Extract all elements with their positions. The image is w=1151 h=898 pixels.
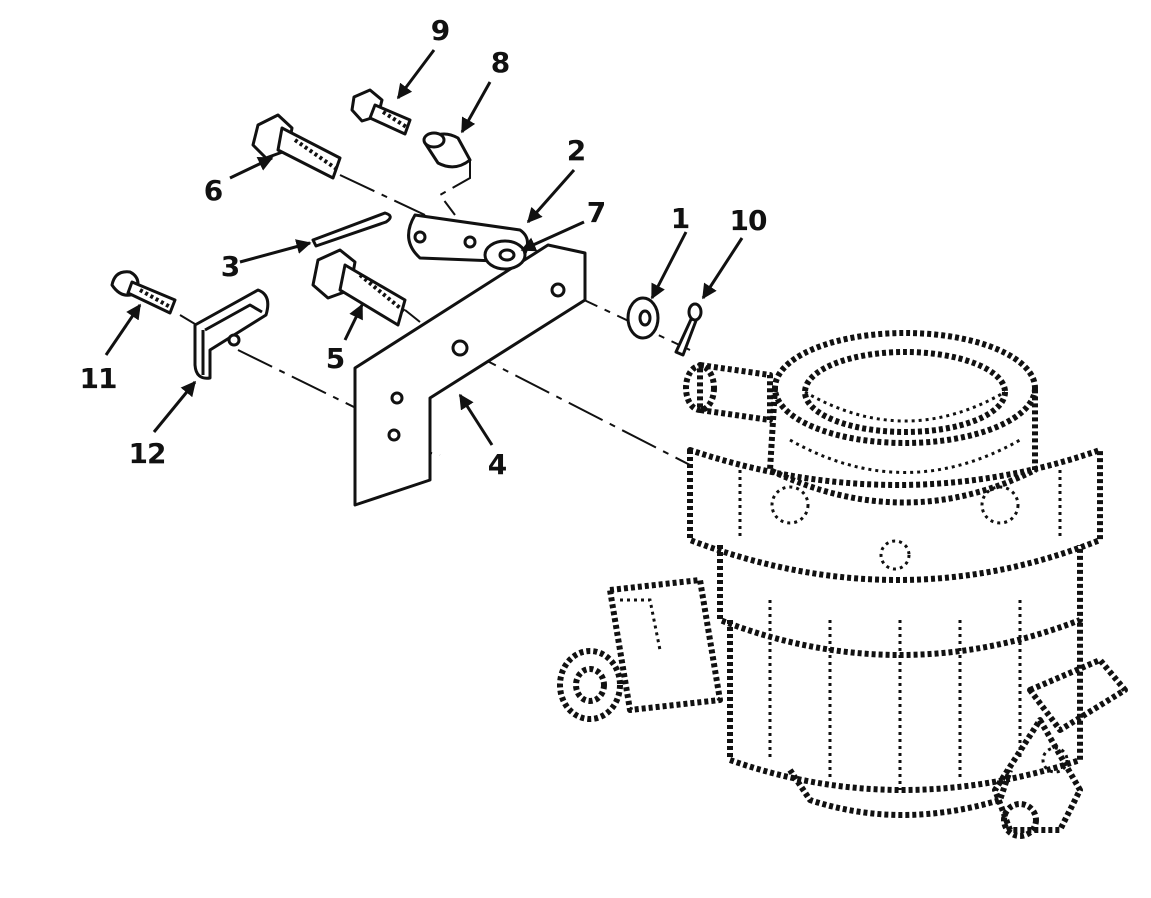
leader-1 [650,231,688,300]
callout-3: 3 [221,250,239,283]
screw-part-11 [110,270,177,315]
callout-6: 6 [204,174,222,207]
cotter-pin-part-3 [311,211,392,248]
leader-8 [460,81,492,134]
carburetor-phantom [557,330,1128,839]
callout-4: 4 [488,448,507,481]
callout-2: 2 [567,134,585,167]
callout-8: 8 [491,46,509,79]
callout-9: 9 [431,14,449,47]
callout-1: 1 [671,202,689,235]
spacer-part-8 [422,131,472,169]
bolt-part-6 [251,113,342,180]
cotter-pin-part-10 [674,302,703,357]
bolt-part-5 [311,248,407,327]
callout-7: 7 [587,196,605,229]
leader-2 [526,169,576,224]
leader-4 [458,393,494,446]
callout-labels: 1 2 3 4 5 6 7 8 9 10 11 12 [80,14,768,481]
leader-5 [343,303,364,341]
callout-11: 11 [80,362,117,395]
leader-9 [396,49,436,100]
leader-6 [229,156,274,180]
leader-3 [239,239,312,264]
capscrew-part-9 [350,88,412,136]
washer-part-7 [483,239,527,271]
leader-11 [104,303,142,356]
leader-arrows [104,49,744,446]
leader-7 [520,220,585,252]
bracket-part-4 [353,243,587,507]
callout-10: 10 [730,204,767,237]
washer-part-1 [626,296,660,340]
callout-12: 12 [129,437,166,470]
leader-10 [701,237,744,300]
callout-5: 5 [326,342,344,375]
leader-12 [152,380,197,433]
clip-part-12 [193,288,270,380]
